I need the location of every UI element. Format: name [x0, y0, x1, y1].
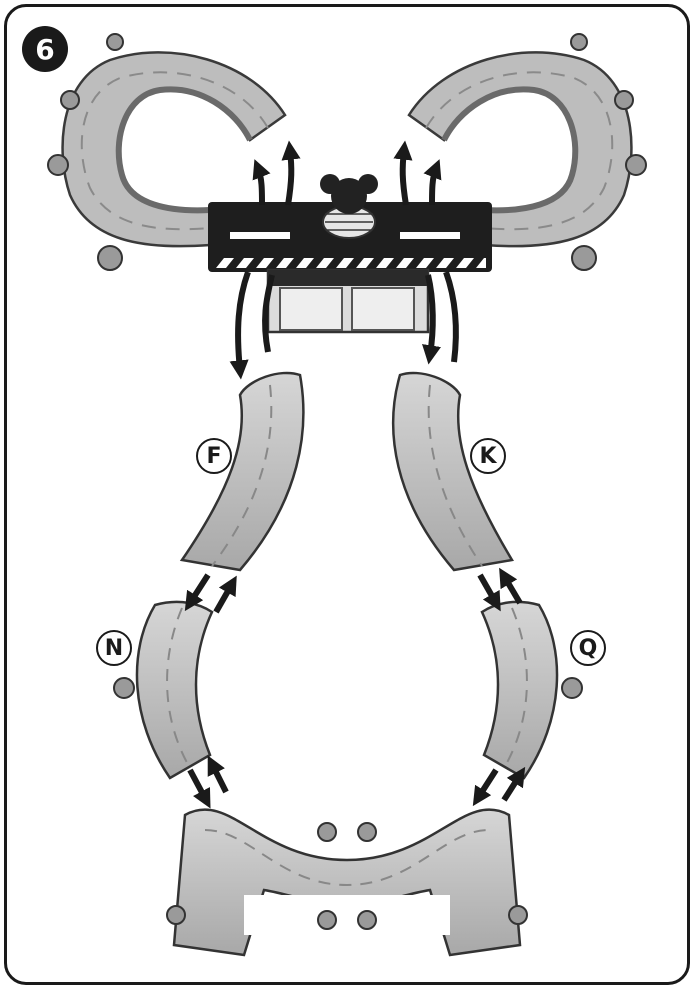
- piece-label-f: F: [196, 438, 232, 474]
- piece-label-k: K: [470, 438, 506, 474]
- piece-label-n: N: [96, 630, 132, 666]
- track-piece-q: [482, 602, 582, 778]
- track-piece-f: [182, 373, 303, 570]
- track-piece-bottom: [167, 810, 527, 955]
- track-piece-n: [114, 602, 212, 778]
- connector-arrows: [190, 575, 520, 800]
- piece-label-q: Q: [570, 630, 606, 666]
- step-number-badge: 6: [22, 26, 68, 72]
- center-base: [208, 174, 492, 332]
